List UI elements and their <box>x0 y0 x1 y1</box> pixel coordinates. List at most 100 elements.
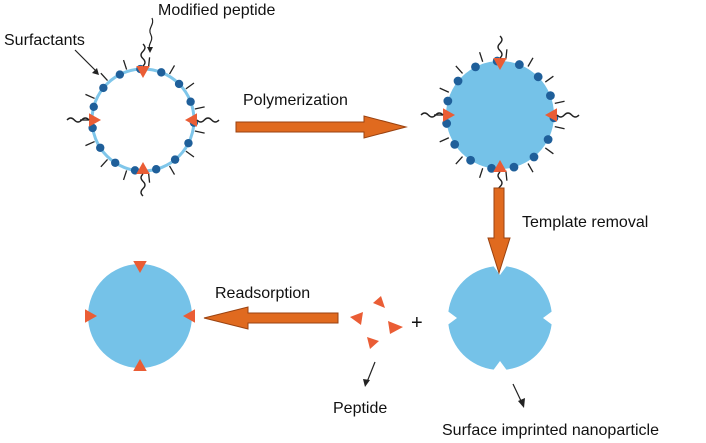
surfactant-heads <box>88 64 199 175</box>
surfactant-head-icon <box>543 135 553 144</box>
surfactant-tail-icon <box>478 168 484 178</box>
peptide-triangle-icon <box>89 113 101 127</box>
peptide-tail-icon <box>497 35 503 59</box>
peptide-triangle-icon <box>350 312 363 325</box>
peptide-triangle-icon <box>373 296 385 308</box>
pointer-arrowhead-icon <box>363 379 370 387</box>
surfactant-tail-icon <box>505 170 508 181</box>
surfactant-head-icon <box>442 119 452 128</box>
modified-peptides <box>89 66 197 174</box>
peptide-triangle-icon <box>85 309 97 323</box>
surfactant-tail-icon <box>554 100 565 104</box>
surfactant-tail-icon <box>455 156 464 165</box>
surfactant-head-icon <box>466 155 475 165</box>
surfactant-head-icon <box>546 91 555 101</box>
surfactant-tail-icon <box>100 158 109 168</box>
surfactant-tail-icon <box>527 57 534 67</box>
surfactants-label: Surfactants <box>4 32 85 49</box>
readsorption-label: Readsorption <box>215 285 310 302</box>
surfactant-head-icon <box>170 155 180 164</box>
modified-peptide-pointer <box>148 17 154 51</box>
surfactant-tails <box>80 57 205 183</box>
surfactant-tail-icon <box>185 150 195 158</box>
rebound-core <box>88 264 192 368</box>
surfactant-head-icon <box>174 79 184 89</box>
surfactant-tail-icon <box>544 147 554 155</box>
polymerization-arrow <box>235 115 408 139</box>
surfactant-head-icon <box>111 158 120 167</box>
surfactant-head-icon <box>443 96 453 106</box>
surfactant-head-icon <box>514 60 524 69</box>
imprinted-nanoparticle <box>448 266 552 370</box>
surfactant-tail-icon <box>85 93 95 100</box>
surfactant-head-icon <box>157 68 166 77</box>
peptide-triangle-icon <box>367 337 379 349</box>
surfactant-head-icon <box>529 152 539 162</box>
surfactant-head-icon <box>186 97 195 106</box>
peptide-triangle-icon <box>493 58 507 70</box>
peptide-triangle-icon <box>133 261 147 273</box>
surfactant-tail-icon <box>122 59 128 70</box>
surfactant-tail-icon <box>85 140 95 147</box>
readsorption-arrow <box>203 306 339 330</box>
rebound-particle <box>85 261 195 371</box>
pointer-arrowhead-icon <box>92 68 99 75</box>
modified-peptide-label: Modified peptide <box>158 2 276 19</box>
peptide-triangle-icon <box>545 108 557 122</box>
peptide-tail-icon <box>66 117 90 123</box>
surfactant-tail-icon <box>100 72 109 82</box>
peptide-triangle-icon <box>185 113 197 127</box>
peptide-tail-icon <box>140 43 146 67</box>
surfactant-head-icon <box>99 83 108 93</box>
surfactant-tail-icon <box>194 106 205 110</box>
arrow-down-icon <box>487 187 511 275</box>
pointer-lines <box>74 17 525 408</box>
peptide-tail-icon <box>420 112 444 118</box>
surfactant-tail-icon <box>439 137 450 143</box>
peptide-triangle-icon <box>183 309 195 323</box>
surfactant-tail-icon <box>544 75 554 83</box>
surfactant-tail-icon <box>527 163 534 173</box>
surfactant-head-icon <box>151 165 161 174</box>
surfactant-tail-icon <box>168 65 176 75</box>
surfactant-tail-icon <box>478 52 484 62</box>
surfactant-head-icon <box>487 163 496 173</box>
surfactant-head-icon <box>533 72 543 82</box>
peptide-triangle-icon <box>136 162 150 174</box>
peptide-triangle-icon <box>443 108 455 122</box>
modified-peptides <box>443 58 557 172</box>
plus-sign: + <box>411 312 423 334</box>
peptide-label: Peptide <box>333 400 387 417</box>
surfactant-head-icon <box>471 62 480 72</box>
surfactant-tail-icon <box>439 87 450 93</box>
surfactant-tail-icon <box>168 165 176 175</box>
surfactant-head-icon <box>115 70 125 79</box>
surfactant-tail-icon <box>147 172 151 183</box>
surfactant-tail-icon <box>185 82 195 90</box>
imprinted-pointer <box>512 383 523 404</box>
surfactant-tail-icon <box>505 49 508 60</box>
peptide-tail-icon <box>556 112 580 118</box>
surfactant-tail-icon <box>455 65 464 74</box>
arrow-right-icon <box>235 115 408 139</box>
polymer-core <box>446 61 554 169</box>
peptide-triangle-icon <box>136 66 150 78</box>
pointer-arrowhead-icon <box>147 47 153 53</box>
surface-imprinted-label: Surface imprinted nanoparticle <box>442 422 659 439</box>
surfactant-tail-icon <box>194 130 205 134</box>
free-peptides <box>350 296 403 349</box>
template-removal-arrow <box>487 187 511 275</box>
peptide-triangle-icon <box>133 359 147 371</box>
peptide-tail-icon <box>140 173 146 197</box>
surfactant-tail-icon <box>122 170 128 181</box>
imprinted-particle-body <box>448 266 552 370</box>
surfactant-tails <box>434 49 565 181</box>
polymerization-label: Polymerization <box>243 92 348 109</box>
polymerized-particle <box>420 35 580 195</box>
peptide-pointer <box>366 361 376 383</box>
peptide-tail-icon <box>196 117 220 123</box>
surfactant-head-icon <box>96 143 105 152</box>
arrow-left-icon <box>203 306 339 330</box>
peptide-triangle-icon <box>388 321 403 334</box>
